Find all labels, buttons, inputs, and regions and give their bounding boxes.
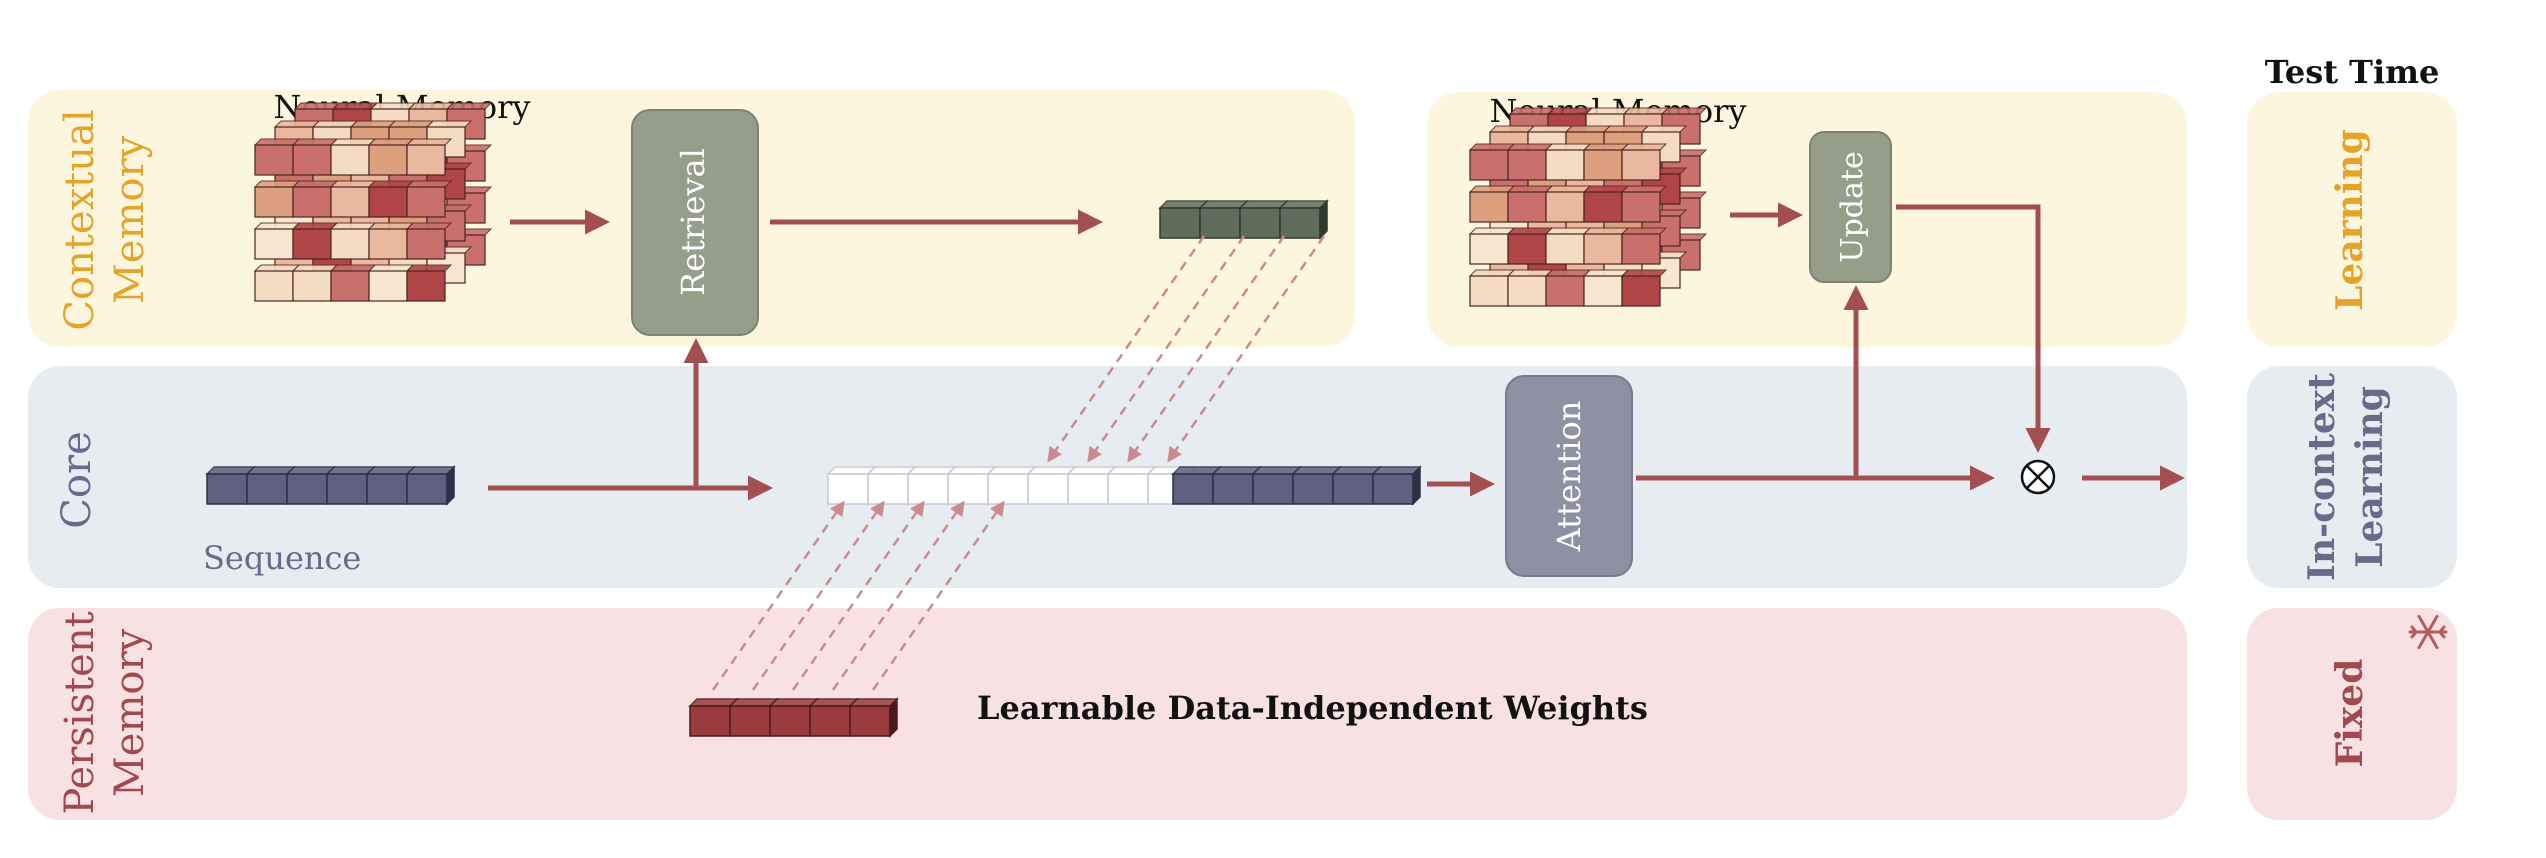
memory-cell — [329, 180, 377, 218]
memory-cell — [405, 222, 453, 260]
combined-sequence-token — [1371, 466, 1422, 505]
combined-empty-token — [1026, 466, 1077, 505]
test-time-learning-box — [2247, 92, 2457, 347]
persistent-memory-band — [28, 608, 2187, 820]
memory-cell — [1544, 269, 1592, 307]
memory-cell — [1582, 269, 1630, 307]
test-time-in-context-box — [2247, 366, 2457, 588]
persistent-token — [808, 698, 859, 737]
memory-cell — [367, 222, 415, 260]
memory-cell — [253, 180, 301, 218]
memory-cell — [329, 264, 377, 302]
sequence-token — [325, 466, 376, 505]
test-time-heading: Test Time — [2265, 53, 2440, 91]
update-box — [1809, 131, 1892, 283]
memory-cell — [1468, 143, 1516, 181]
memory-cell — [405, 180, 453, 218]
retrieval-label: Retrieval — [674, 148, 712, 296]
sequence-token — [205, 466, 256, 505]
sequence-token — [245, 466, 296, 505]
contextual-memory-label-line2: Memory — [107, 135, 153, 304]
sequence-token — [405, 466, 456, 505]
attention-box — [1505, 375, 1633, 577]
memory-cell — [253, 264, 301, 302]
persistent-weights-label: Learnable Data-Independent Weights — [977, 689, 1648, 727]
memory-cell — [1544, 227, 1592, 265]
persistent-memory-label-line2: Memory — [107, 628, 153, 797]
combined-empty-token — [826, 466, 877, 505]
persistent-token — [768, 698, 819, 737]
memory-cell — [291, 180, 339, 218]
memory-cell — [1468, 269, 1516, 307]
memory-cell — [1582, 185, 1630, 223]
sequence-token-side — [446, 465, 455, 506]
core-label: Core — [54, 431, 100, 528]
combined-sequence-token — [1211, 466, 1262, 505]
memory-cell — [1468, 185, 1516, 223]
memory-cell — [1506, 269, 1554, 307]
memory-cell — [291, 264, 339, 302]
contextual-memory-label-line1: Contextual — [57, 109, 103, 330]
persistent-tokens — [688, 697, 899, 738]
test-time-in-context-label-line2: Learning — [2349, 386, 2391, 568]
memory-cell — [1506, 185, 1554, 223]
persistent-token — [688, 698, 739, 737]
memory-to-sequence-dashed-arrows — [1047, 235, 1326, 463]
neural-memory-right-cube — [1468, 107, 1708, 307]
memory-cell — [1620, 227, 1668, 265]
retrieved-memory-tokens — [1158, 199, 1329, 240]
retrieval-box — [631, 109, 759, 336]
memory-cell — [405, 264, 453, 302]
combined-empty-token — [1066, 466, 1117, 505]
memory-cell — [1582, 227, 1630, 265]
combined-sequence-token-side — [1412, 465, 1421, 506]
memory-token — [1238, 200, 1289, 239]
memory-cell — [253, 138, 301, 176]
memory-cell — [291, 222, 339, 260]
persistent-token — [728, 698, 779, 737]
persistent-token-side — [889, 697, 898, 738]
test-time-learning-label: Learning — [2329, 129, 2371, 311]
sequence-label: Sequence — [203, 539, 361, 577]
test-time-fixed-box — [2247, 608, 2457, 820]
memory-cell — [1620, 143, 1668, 181]
update-label: Update — [1835, 151, 1870, 262]
memory-cell — [367, 264, 415, 302]
memory-cell — [1506, 143, 1554, 181]
memory-cell — [253, 222, 301, 260]
test-time-in-context-label-line1: In-context — [2301, 373, 2343, 581]
test-time-fixed-label: Fixed — [2329, 659, 2371, 768]
memory-cell — [367, 138, 415, 176]
sequence-token — [365, 466, 416, 505]
memory-token-side — [1319, 199, 1328, 240]
memory-token — [1278, 200, 1329, 239]
memory-cell — [291, 138, 339, 176]
memory-token — [1158, 200, 1209, 239]
attention-label: Attention — [1550, 401, 1588, 553]
persistent-to-sequence-dashed-arrows — [711, 500, 1005, 691]
combined-empty-token — [946, 466, 997, 505]
combined-sequence-token — [1291, 466, 1342, 505]
memory-cell — [1468, 227, 1516, 265]
combined-input-tokens — [826, 465, 1422, 506]
update-to-multiply-arrow — [1896, 204, 2051, 453]
snowflake-icon — [2408, 614, 2448, 650]
persistent-memory-label-line1: Persistent — [57, 611, 103, 814]
memory-cell — [1620, 269, 1668, 307]
memory-cell — [329, 138, 377, 176]
neural-memory-left-cube — [253, 102, 493, 302]
flow-arrows — [488, 202, 2185, 501]
multiply-operator-x2 — [2026, 465, 2050, 489]
sequence-tokens — [205, 465, 456, 506]
memory-cell — [405, 138, 453, 176]
memory-cell — [367, 180, 415, 218]
memory-cell — [329, 222, 377, 260]
combined-sequence-token — [1331, 466, 1382, 505]
memory-cell — [1620, 185, 1668, 223]
memory-cell — [1582, 143, 1630, 181]
